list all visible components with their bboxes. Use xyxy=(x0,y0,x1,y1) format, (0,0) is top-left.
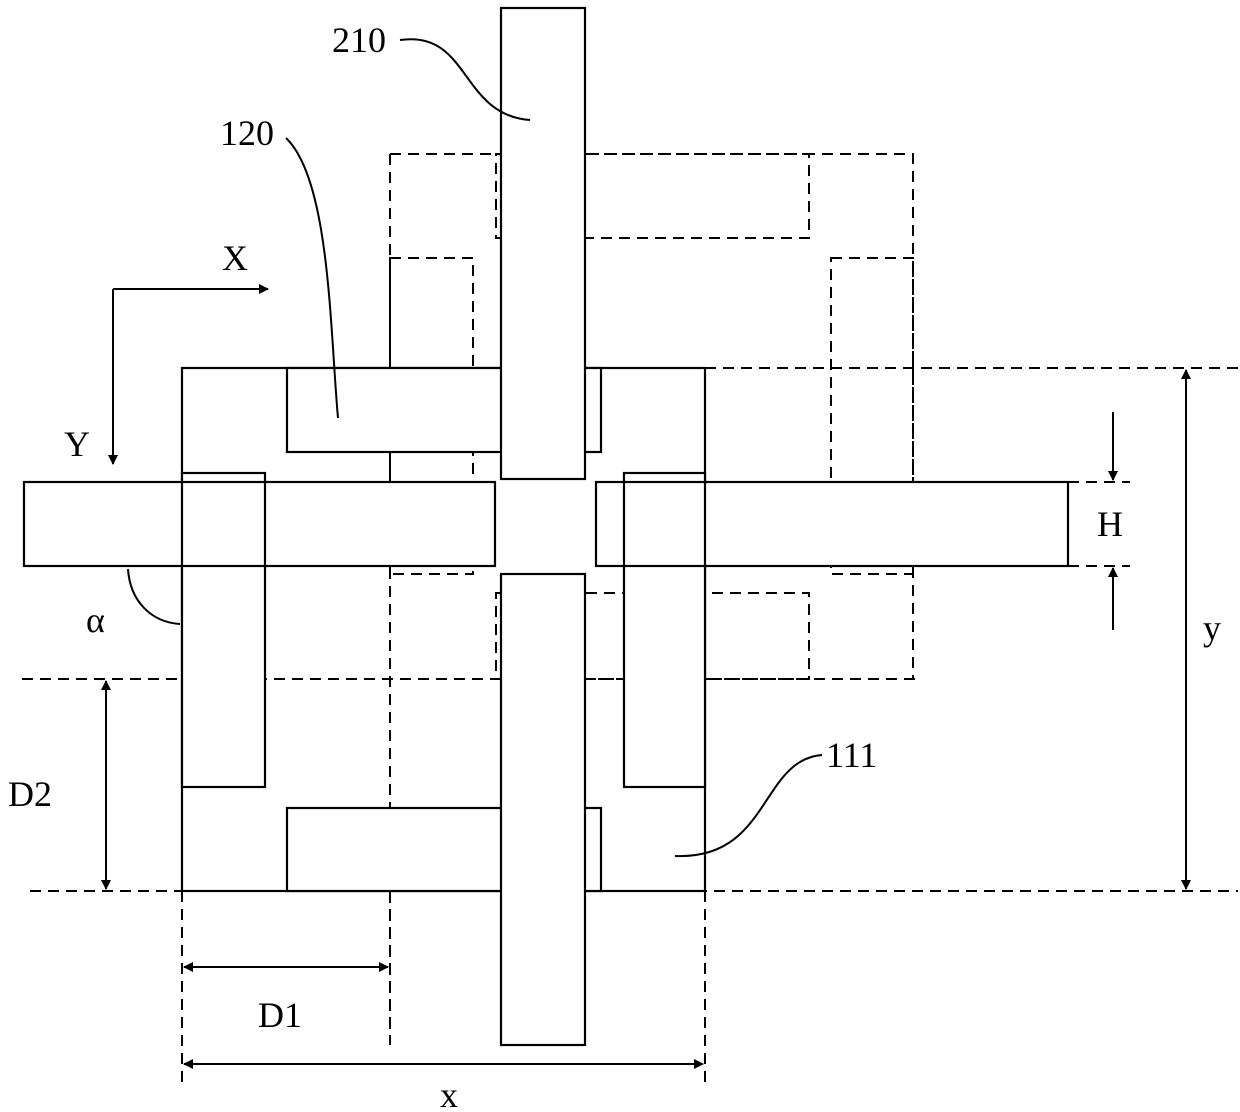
label-axis-y: Y xyxy=(64,424,90,464)
label-210: 210 xyxy=(332,20,386,60)
vertical-bar-bottom xyxy=(501,574,585,1045)
label-111: 111 xyxy=(826,735,877,775)
label-h: H xyxy=(1097,504,1123,544)
label-axis-x: X xyxy=(222,238,248,278)
label-d1: D1 xyxy=(258,995,302,1035)
label-x: x xyxy=(440,1075,458,1112)
horizontal-bar-right xyxy=(596,482,1068,566)
vertical-bar-top xyxy=(501,8,585,479)
label-alpha: α xyxy=(86,600,105,640)
horizontal-bar-left xyxy=(24,482,495,566)
label-120: 120 xyxy=(220,113,274,153)
label-y: y xyxy=(1203,608,1221,648)
label-d2: D2 xyxy=(8,774,52,814)
